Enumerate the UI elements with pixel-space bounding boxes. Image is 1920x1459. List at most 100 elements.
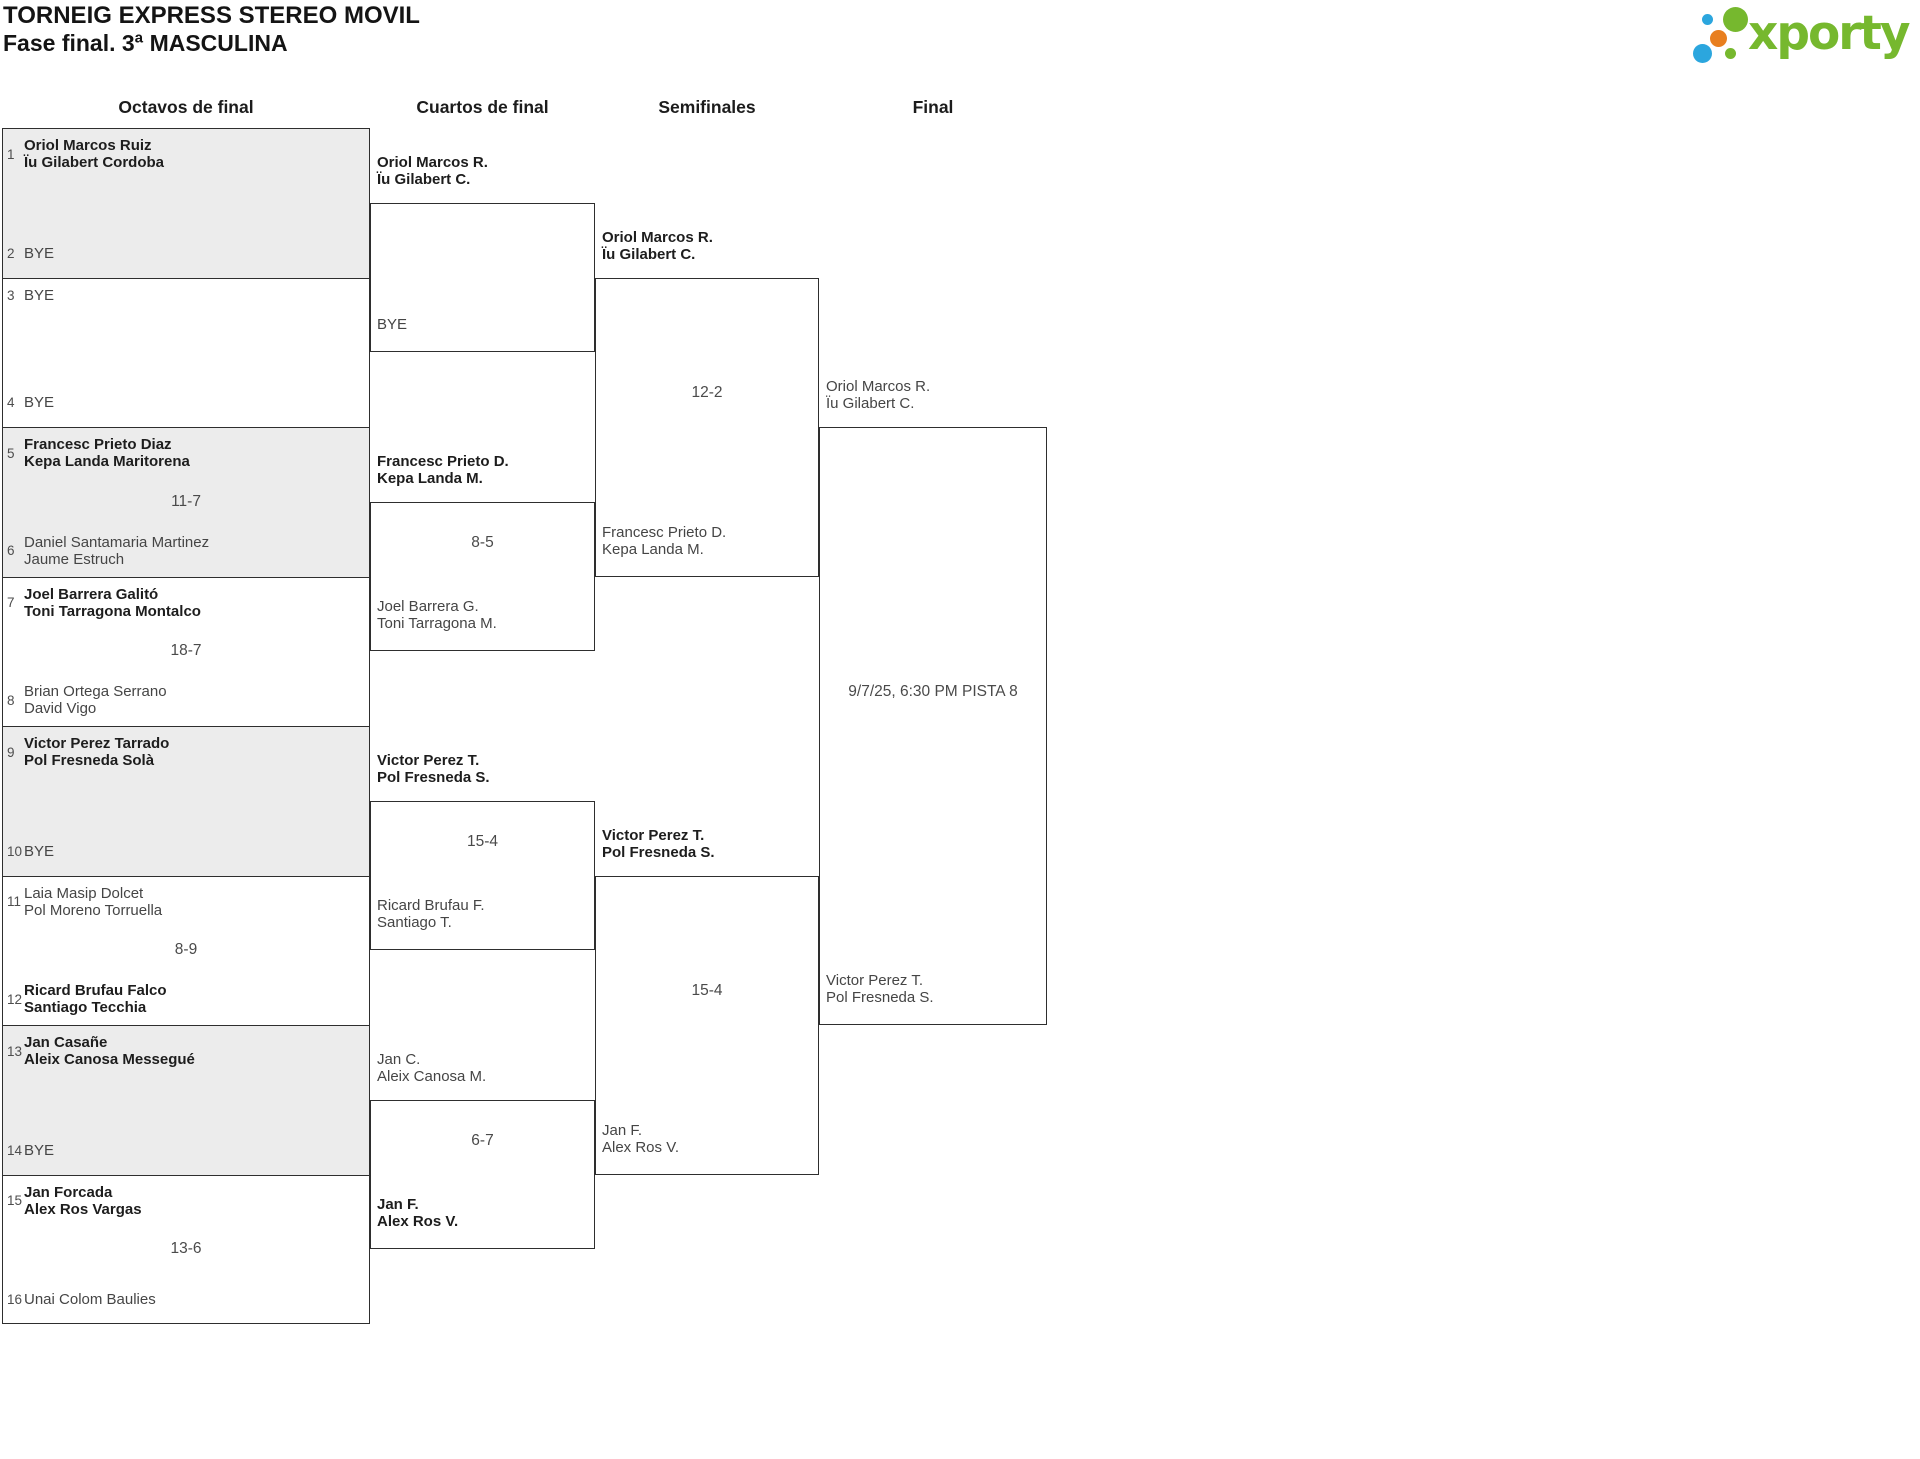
team-names: Joel Barrera G.Toni Tarragona M. (377, 598, 497, 632)
team-names-line: Jaume Estruch (24, 550, 125, 568)
team-names: Francesc Prieto D.Kepa Landa M. (377, 453, 509, 487)
seed-number: 12 (7, 991, 23, 1007)
team-names-line: Daniel Santamaria Martinez (24, 533, 210, 551)
team-names-line: Ricard Brufau F. (377, 897, 485, 915)
team-names-line: Kepa Landa M. (602, 540, 704, 558)
team-names-line: Pol Fresneda Solà (24, 752, 155, 769)
team-names-line: Ïu Gilabert C. (377, 170, 471, 188)
seed-number: 7 (7, 595, 15, 610)
team-names-line: Jan F. (377, 1196, 419, 1214)
match-score: 6-7 (471, 1131, 494, 1149)
match-octavos-3 (3, 428, 369, 578)
advancing-team-entry: Jan F.Alex Ros V. (602, 1122, 814, 1156)
team-names-line: Jan Casañe (24, 1034, 108, 1051)
advancing-team-entry: Victor Perez T.Pol Fresneda S. (602, 827, 814, 861)
match-box-r2-2 (595, 875, 819, 1175)
match-score: 8-5 (471, 533, 494, 551)
team-names: Oriol Marcos R.Ïu Gilabert C. (377, 154, 488, 188)
octavos-column (2, 128, 370, 1324)
match-box-r1-3 (370, 800, 595, 951)
team-names: BYE (24, 287, 54, 304)
team-names-line: Ïu Gilabert Cordoba (24, 154, 165, 171)
match-box-r1-1 (370, 202, 595, 353)
advancing-team-entry: Jan F.Alex Ros V. (377, 1196, 590, 1230)
team-entry-seed-2: 2 BYE (7, 245, 357, 262)
match-box-r3-1 (819, 427, 1047, 1025)
match-score: 13-6 (170, 1240, 202, 1258)
team-names-line: BYE (24, 394, 55, 411)
seed-number: 2 (7, 245, 15, 261)
team-names-line: Ïu Gilabert C. (826, 395, 915, 412)
team-names-line: Joel Barrera Galitó (24, 585, 159, 603)
team-names-line: Santiago Tecchia (24, 999, 147, 1016)
team-names-line: Pol Fresneda S. (826, 989, 934, 1006)
team-names-line: Victor Perez Tarrado (24, 735, 170, 752)
seed-number: 6 (7, 543, 15, 558)
team-names-line: Santiago T. (377, 914, 452, 932)
team-names-line: Ïu Gilabert C. (602, 245, 696, 263)
team-names: BYE (377, 316, 407, 333)
match-octavos-2 (3, 279, 369, 428)
team-names-line: Jan C. (377, 1050, 421, 1068)
advancing-team-entry: Joel Barrera G.Toni Tarragona M. (377, 598, 590, 632)
team-names-line: Alex Ros V. (377, 1213, 459, 1231)
advancing-team-entry: Victor Perez T.Pol Fresneda S. (377, 752, 590, 786)
team-names-line: Jan F. (602, 1121, 643, 1139)
match-score: 11-7 (171, 492, 201, 510)
seed-number: 11 (7, 894, 22, 909)
seed-number: 15 (7, 1193, 23, 1208)
team-names: Jan F.Alex Ros V. (377, 1196, 458, 1230)
advancing-team-entry: Victor Perez T.Pol Fresneda S. (826, 972, 1042, 1006)
match-box-r1-4 (370, 1099, 595, 1250)
team-names: Jan F.Alex Ros V. (602, 1122, 679, 1156)
match-score: 15-4 (691, 982, 723, 999)
round-header-3: Final (912, 97, 954, 117)
team-names-line: David Vigo (24, 700, 97, 717)
team-names: Victor Perez T.Pol Fresneda S. (377, 752, 490, 786)
match-box-r2-1 (595, 277, 819, 577)
advancing-team-entry: Ricard Brufau F.Santiago T. (377, 897, 590, 931)
round-header-2: Semifinales (658, 97, 756, 117)
team-names-line: Laia Masip Dolcet (24, 884, 144, 902)
team-names-line: Ricard Brufau Falco (24, 982, 167, 999)
team-names-line: Brian Ortega Serrano (24, 683, 167, 700)
team-names-line: Pol Fresneda S. (377, 768, 490, 786)
team-names-line: Joel Barrera G. (377, 598, 479, 616)
advancing-team-entry: BYE (377, 316, 590, 333)
team-names-line: Oriol Marcos R. (826, 378, 931, 395)
team-names-line: Francesc Prieto D. (377, 452, 509, 470)
match-score: 18-7 (170, 642, 202, 660)
xporty-logo-text: xporty (1748, 6, 1911, 61)
team-names: Victor Perez T.Pol Fresneda S. (602, 827, 715, 861)
team-names-line: BYE (24, 286, 55, 304)
final-schedule: 9/7/25, 6:30 PM PISTA 8 (848, 683, 1018, 700)
team-names-line: Victor Perez T. (826, 972, 923, 989)
match-score: 8-9 (174, 941, 198, 959)
xporty-logo: xporty (1690, 6, 1920, 70)
logo-dot-orange (1710, 30, 1727, 47)
advancing-team-entry: Oriol Marcos R.Ïu Gilabert C. (826, 378, 1042, 412)
logo-dot-green-large (1723, 7, 1748, 32)
team-names: Unai Colom Baulies (24, 1291, 156, 1308)
team-names-line: Francesc Prieto D. (602, 523, 727, 541)
advancing-team-entry: Oriol Marcos R.Ïu Gilabert C. (377, 154, 590, 188)
match-octavos-5 (3, 727, 369, 877)
logo-dot-blue-large (1693, 44, 1712, 63)
team-names: BYE (24, 245, 54, 262)
tournament-title: TORNEIG EXPRESS STEREO MOVIL (3, 2, 420, 29)
seed-number: 10 (7, 843, 23, 859)
team-names-line: BYE (24, 244, 55, 262)
